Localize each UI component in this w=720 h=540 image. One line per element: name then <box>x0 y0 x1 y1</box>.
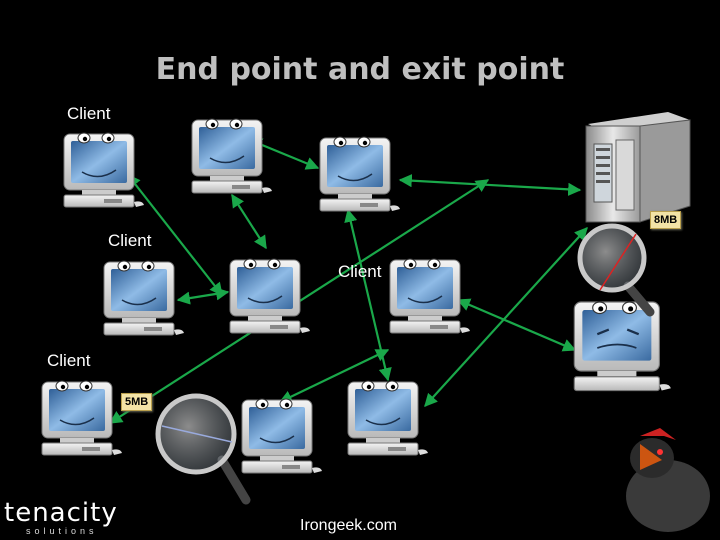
link-9 <box>456 298 577 352</box>
client-label: Client <box>338 262 382 281</box>
link-3 <box>231 193 267 250</box>
computer-icon <box>41 380 123 456</box>
client-label: Client <box>67 104 111 123</box>
magnifier-icon <box>155 393 251 505</box>
client-label: Client <box>108 231 152 250</box>
server-data-tag: 8MB <box>650 211 682 229</box>
mascot-icon <box>626 428 710 532</box>
link-5 <box>344 208 392 382</box>
slide-title: End point and exit point <box>155 52 565 87</box>
link-10 <box>424 227 588 407</box>
monitored-computer-icon <box>573 301 671 392</box>
client-label: Client <box>47 351 91 370</box>
computer-icon <box>103 260 185 336</box>
server-icon <box>585 112 691 223</box>
computer-icon <box>389 258 471 334</box>
computer-icon <box>63 132 145 208</box>
link-8 <box>278 349 390 403</box>
computer-icon <box>191 118 273 194</box>
computer-icon <box>319 136 401 212</box>
client-data-tag: 5MB <box>121 393 153 411</box>
computer-icon <box>241 398 323 474</box>
link-4 <box>176 287 230 305</box>
footer-text: Irongeek.com <box>300 517 397 534</box>
company-logo: tenacity solutions <box>4 478 126 536</box>
magnifier-icon <box>577 223 655 317</box>
logo-text: tenacity <box>4 498 118 528</box>
computer-icon <box>229 258 311 334</box>
computer-icon <box>347 380 429 456</box>
logo-tagline: solutions <box>26 526 98 536</box>
link-6 <box>398 174 582 196</box>
